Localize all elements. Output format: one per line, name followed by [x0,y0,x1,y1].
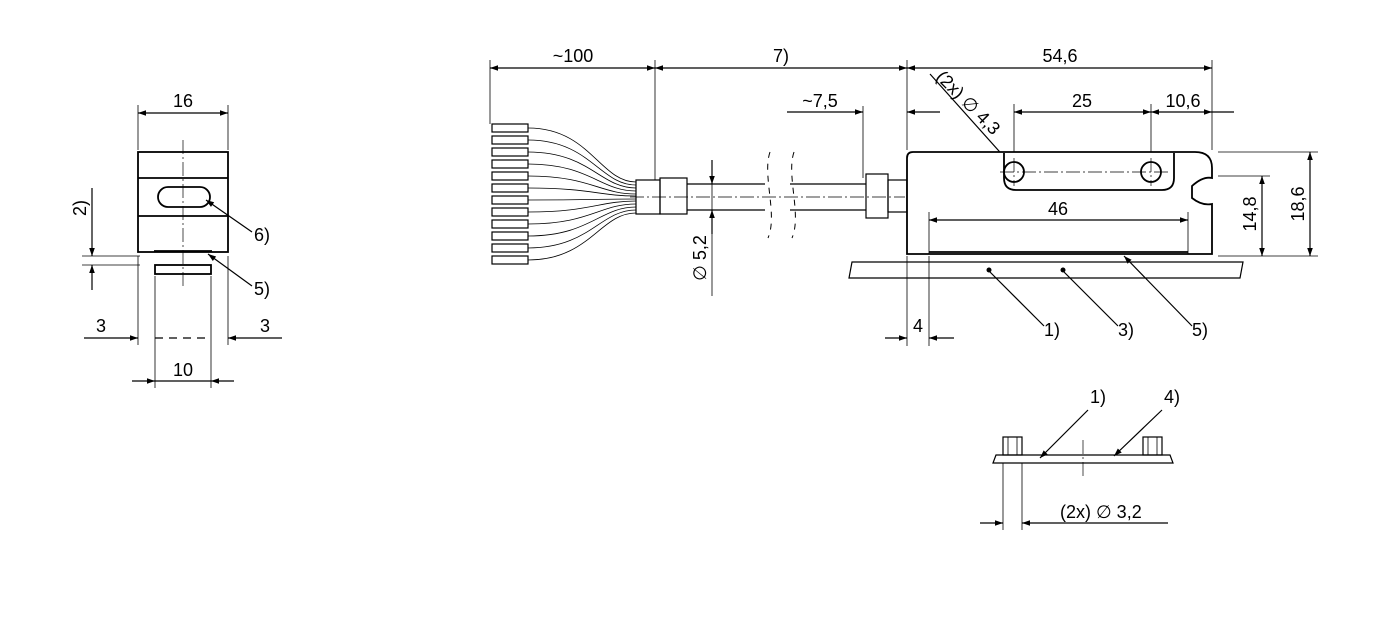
dim-cable-label: 7) [773,46,789,66]
dim-h1-label: 14,8 [1240,196,1260,231]
dim-total-label: 54,6 [1042,46,1077,66]
note-3-label: 3) [1118,320,1134,340]
detail-base-plate [992,454,1174,464]
note-5-label: 5) [1192,320,1208,340]
dim-bottom-label: 10 [173,360,193,380]
dim-holes-label: (2x) ∅ 4,3 [932,67,1004,139]
detail-pin-left [1002,436,1023,456]
detail-pin-right [1142,436,1163,456]
dim-offset4-label: 4 [913,316,923,336]
dim-nut-label: ~7,5 [802,91,838,111]
wire-harness [491,123,637,265]
detail-note-4-label: 4) [1164,387,1180,407]
dim-offset-label: 2) [70,200,90,216]
side-view: 16 2) 6) 5) 3 3 10 [70,91,282,388]
note-1-label: 1) [1044,320,1060,340]
dim-width-label: 16 [173,91,193,111]
note-magnet-label: 5) [254,279,270,299]
dim-pitch-label: 25 [1072,91,1092,111]
detail-view: 1) 4) (2x) ∅ 3,2 [980,387,1180,530]
dim-edge-label: 10,6 [1165,91,1200,111]
mounting-slot [157,186,211,208]
dim-h2-label: 18,6 [1288,186,1308,221]
detail-dim-pins-label: (2x) ∅ 3,2 [1060,502,1142,522]
dim-cable-dia-label: ∅ 5,2 [690,235,710,281]
dim-active-label: 46 [1048,199,1068,219]
dim-left-label: 3 [96,316,106,336]
dim-right-label: 3 [260,316,270,336]
dim-lead-label: ~100 [553,46,594,66]
mounting-base [848,261,1244,279]
main-view: ~100 7) 54,6 (2x) ∅ 4,3 ~7,5 25 10,6 [489,46,1318,346]
note-slot-label: 6) [254,225,270,245]
detail-note-1-label: 1) [1090,387,1106,407]
sensor-body-main [906,151,1213,255]
